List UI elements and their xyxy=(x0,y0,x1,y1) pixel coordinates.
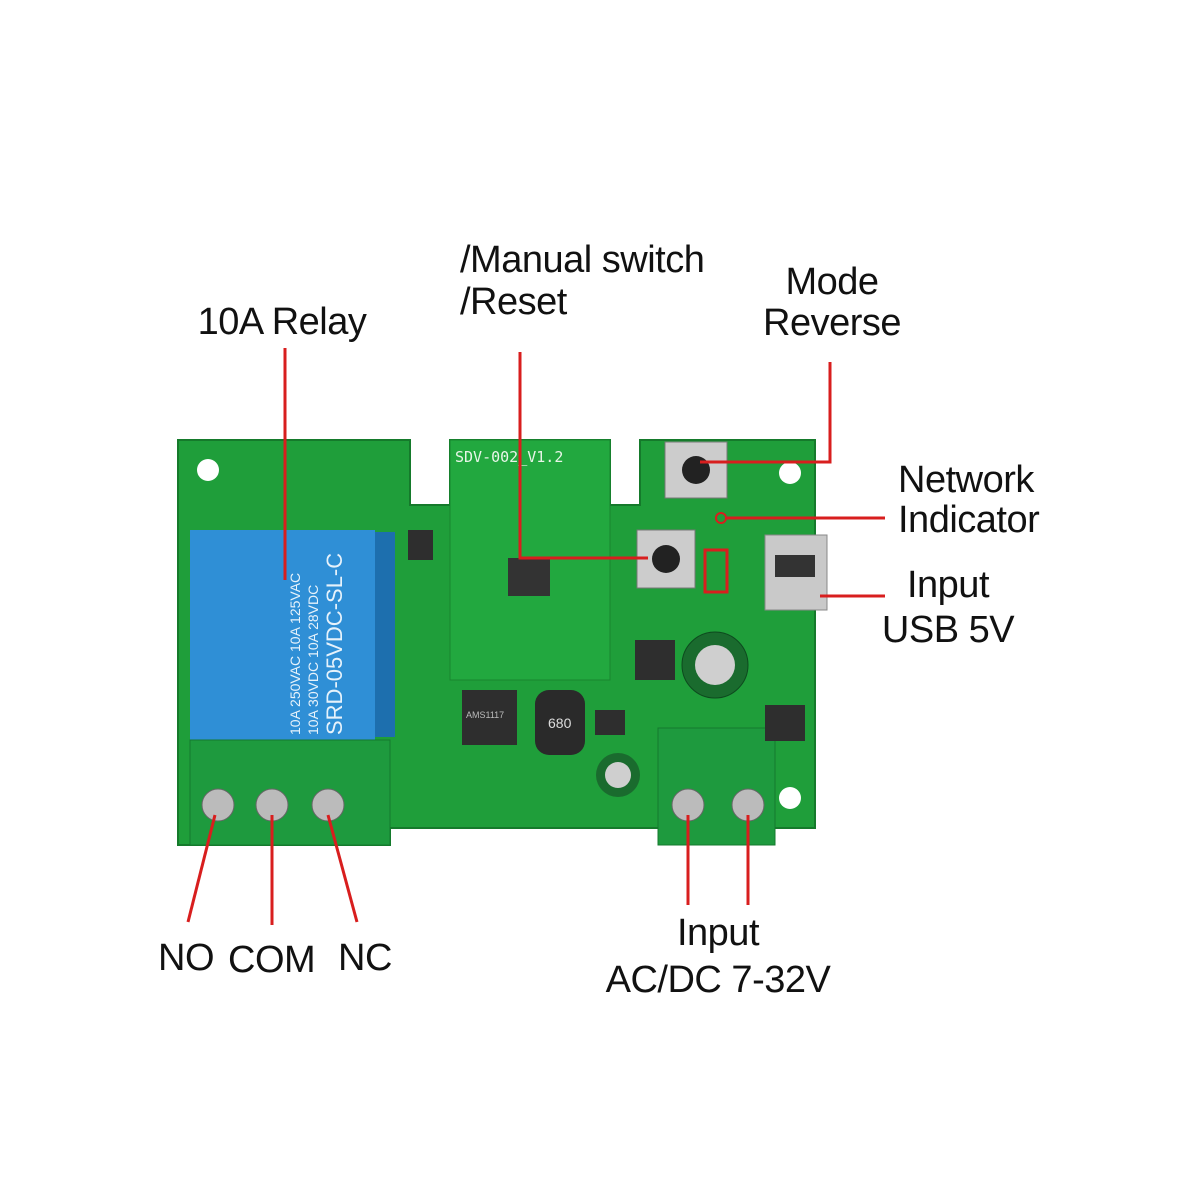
callout-lines xyxy=(186,348,885,925)
inductor-label: 680 xyxy=(548,715,572,731)
board-silkscreen: SDV-002_V1.2 xyxy=(455,448,563,466)
relay-label: 10A Relay xyxy=(197,301,367,343)
regulator xyxy=(462,690,517,745)
mount-hole xyxy=(779,462,801,484)
no-label: NO xyxy=(158,937,215,979)
ac-input-label: Input xyxy=(676,912,760,954)
reset-label: /Reset xyxy=(460,281,567,323)
relay-model: SRD-05VDC-SL-C xyxy=(322,553,347,735)
regulator-label: AMS1117 xyxy=(466,710,504,720)
manual-switch-label: /Manual switch xyxy=(460,239,705,281)
indicator-label: Indicator xyxy=(898,499,1040,541)
mount-hole xyxy=(197,459,219,481)
ac-voltage-label: AC/DC 7-32V xyxy=(605,959,831,1001)
relay-terminal-block xyxy=(189,739,391,846)
nc-label: NC xyxy=(338,937,392,979)
relay-rating-1: 10A 250VAC 10A 125VAC xyxy=(287,573,303,735)
network-label: Network xyxy=(898,459,1034,501)
mode-label: Mode xyxy=(785,261,879,303)
com-label: COM xyxy=(228,939,316,981)
relay-rating-2: 10A 30VDC 10A 28VDC xyxy=(305,585,321,735)
mount-hole xyxy=(779,787,801,809)
relay xyxy=(190,530,375,740)
reverse-label: Reverse xyxy=(763,302,902,344)
mcu-chip xyxy=(508,558,550,596)
usb-5v-label: USB 5V xyxy=(881,609,1015,651)
power-terminal-block xyxy=(657,727,776,846)
inductor xyxy=(535,690,585,755)
usb-input-label: Input xyxy=(906,564,990,606)
